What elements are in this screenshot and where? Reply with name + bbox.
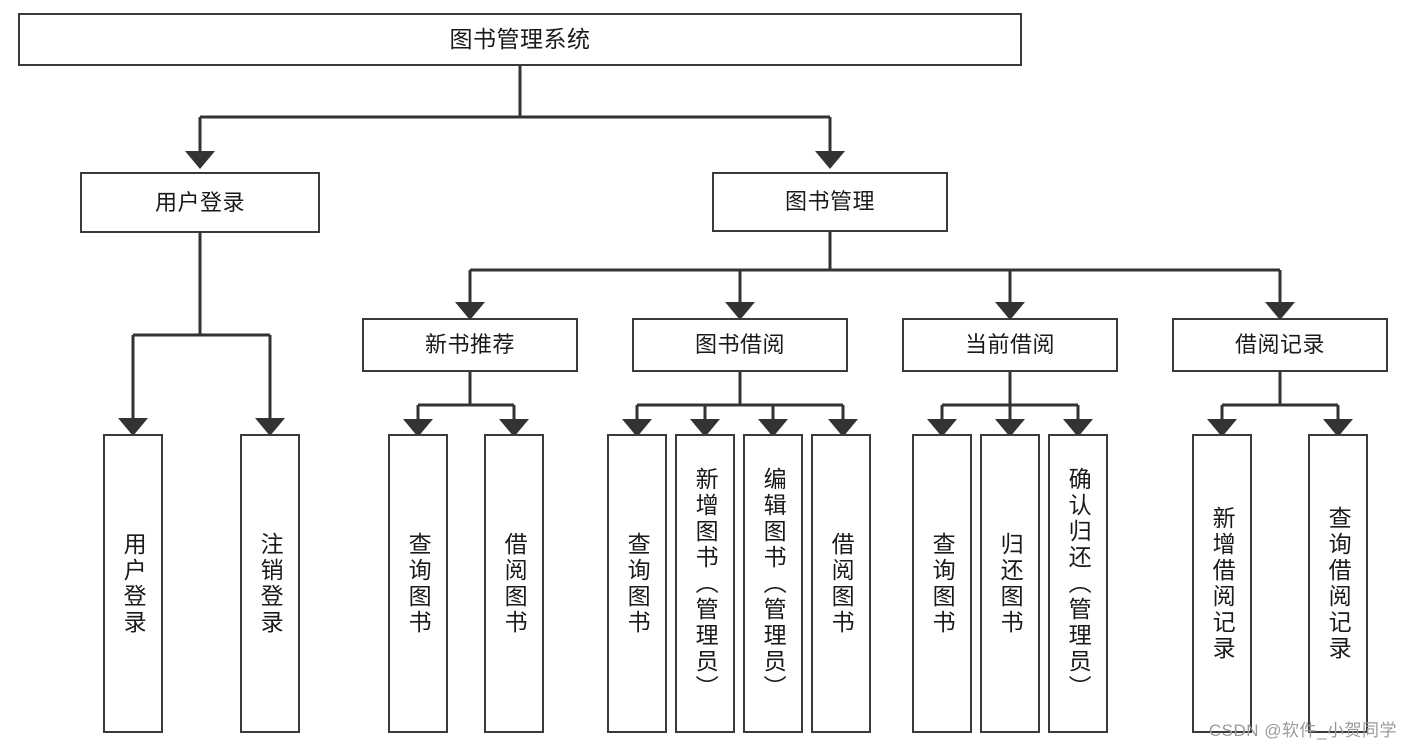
leaf-record-query-record[interactable]: 查询借阅记录 <box>1308 434 1368 733</box>
leaf-record-query-record-label: 查询借阅记录 <box>1325 505 1352 662</box>
node-root-label: 图书管理系统 <box>449 25 591 52</box>
leaf-user-login-signout-label: 注销登录 <box>257 531 284 636</box>
leaf-user-login-signin[interactable]: 用户登录 <box>103 434 163 733</box>
node-book-borrow[interactable]: 图书借阅 <box>632 318 848 372</box>
leaf-recommend-query-book-label: 查询图书 <box>405 531 432 636</box>
node-borrow-record-label: 借阅记录 <box>1234 332 1325 358</box>
node-new-book-recommend-label: 新书推荐 <box>424 332 515 358</box>
csdn-watermark: CSDN @软件_小贺同学 <box>1208 721 1397 740</box>
leaf-recommend-query-book[interactable]: 查询图书 <box>388 434 448 733</box>
node-user-login-label: 用户登录 <box>154 189 245 215</box>
leaf-borrow-edit-book-label: 编辑图书（管理员） <box>760 466 787 701</box>
leaf-current-query-book[interactable]: 查询图书 <box>912 434 972 733</box>
leaf-borrow-edit-book[interactable]: 编辑图书（管理员） <box>743 434 803 733</box>
leaf-borrow-query-book[interactable]: 查询图书 <box>607 434 667 733</box>
leaf-borrow-query-book-label: 查询图书 <box>624 531 651 636</box>
node-user-login[interactable]: 用户登录 <box>80 172 320 233</box>
node-new-book-recommend[interactable]: 新书推荐 <box>362 318 578 372</box>
leaf-current-confirm-return-label: 确认归还（管理员） <box>1065 466 1092 701</box>
leaf-recommend-borrow-book[interactable]: 借阅图书 <box>484 434 544 733</box>
node-current-borrow[interactable]: 当前借阅 <box>902 318 1118 372</box>
leaf-user-login-signin-label: 用户登录 <box>120 531 147 636</box>
leaf-current-return-book-label: 归还图书 <box>997 531 1024 636</box>
node-book-management[interactable]: 图书管理 <box>712 172 948 232</box>
node-borrow-record[interactable]: 借阅记录 <box>1172 318 1388 372</box>
leaf-recommend-borrow-book-label: 借阅图书 <box>501 531 528 636</box>
leaf-borrow-borrow-book-label: 借阅图书 <box>828 531 855 636</box>
leaf-current-return-book[interactable]: 归还图书 <box>980 434 1040 733</box>
node-root[interactable]: 图书管理系统 <box>18 13 1022 66</box>
leaf-record-add-record[interactable]: 新增借阅记录 <box>1192 434 1252 733</box>
node-current-borrow-label: 当前借阅 <box>964 332 1055 358</box>
leaf-borrow-add-book[interactable]: 新增图书（管理员） <box>675 434 735 733</box>
leaf-record-add-record-label: 新增借阅记录 <box>1209 505 1236 662</box>
node-book-management-label: 图书管理 <box>784 189 875 215</box>
leaf-current-query-book-label: 查询图书 <box>929 531 956 636</box>
leaf-borrow-add-book-label: 新增图书（管理员） <box>692 466 719 701</box>
leaf-user-login-signout[interactable]: 注销登录 <box>240 434 300 733</box>
node-book-borrow-label: 图书借阅 <box>694 332 785 358</box>
leaf-borrow-borrow-book[interactable]: 借阅图书 <box>811 434 871 733</box>
leaf-current-confirm-return[interactable]: 确认归还（管理员） <box>1048 434 1108 733</box>
